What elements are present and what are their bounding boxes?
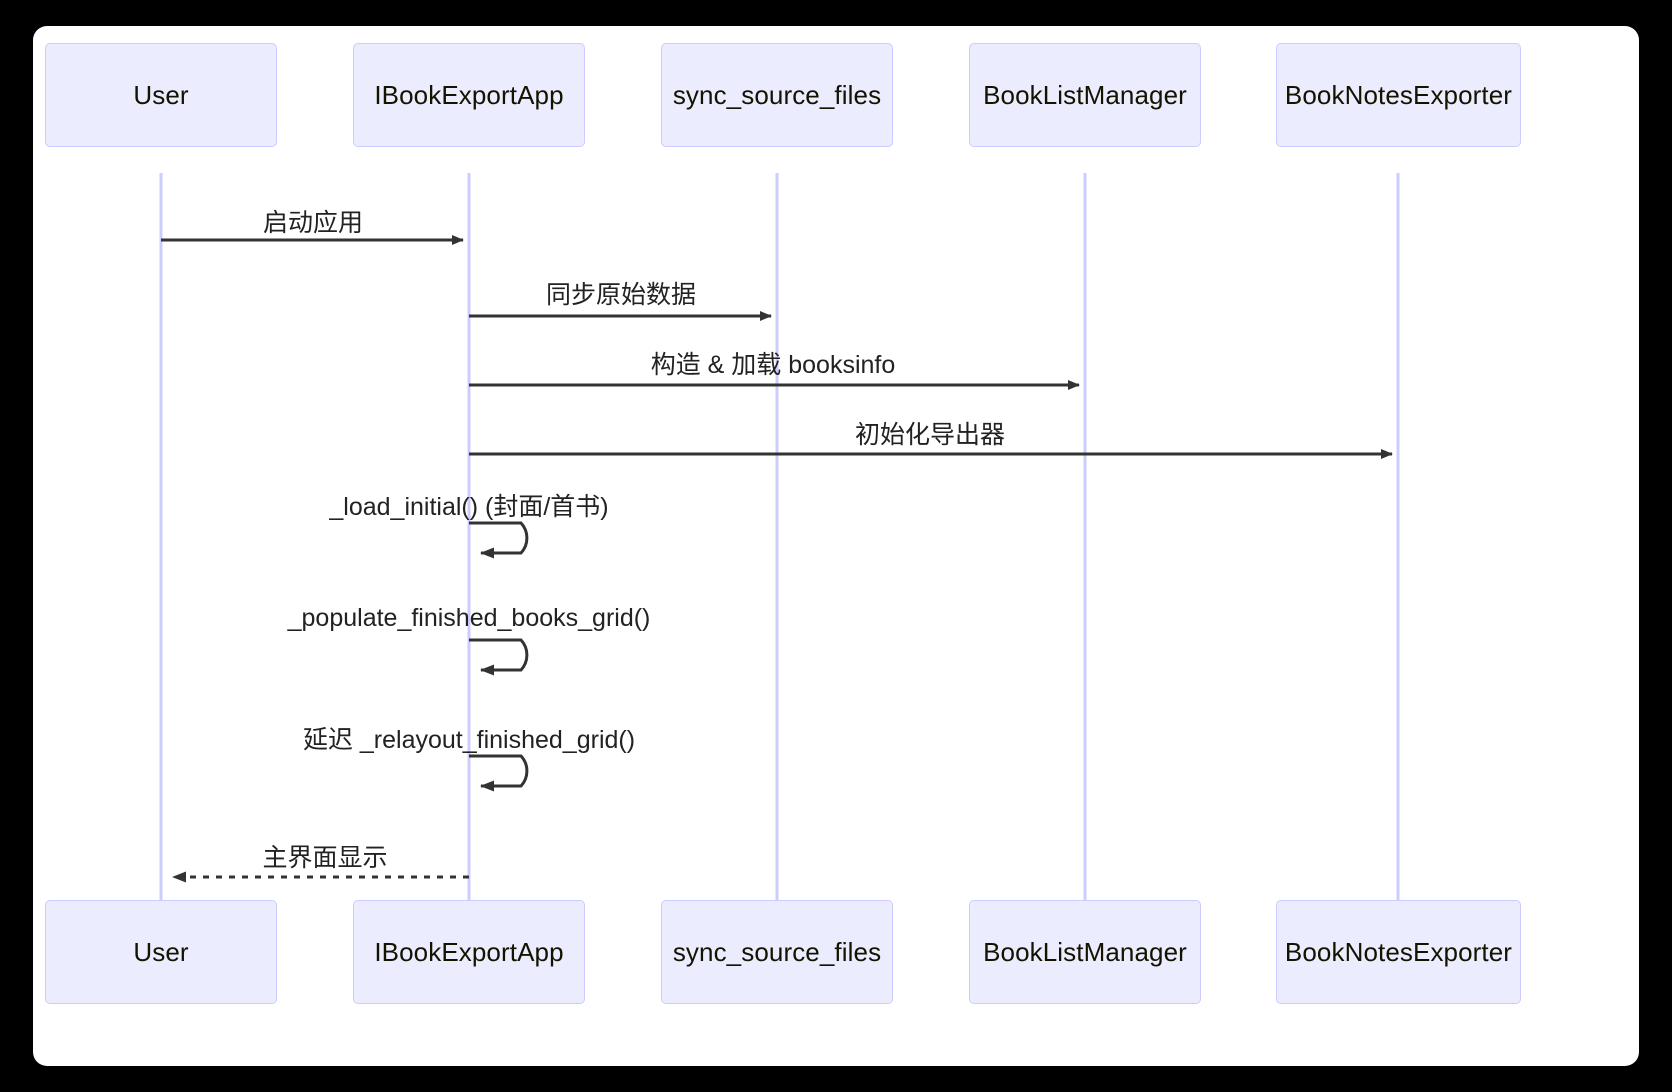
message-label-6: 延迟 _relayout_finished_grid(): [302, 726, 636, 754]
actor-box-bottom-user[interactable]: User: [45, 900, 277, 1004]
actor-box-bottom-exporter[interactable]: BookNotesExporter: [1276, 900, 1521, 1004]
actor-label-user: User: [133, 79, 189, 110]
actor-box-top-app[interactable]: IBookExportApp: [353, 43, 585, 147]
message-label-5: _populate_finished_books_grid(): [287, 604, 651, 632]
lifelines: [159, 173, 1400, 900]
message-label-7: 主界面显示: [262, 844, 388, 872]
actor-box-top-user[interactable]: User: [45, 43, 277, 147]
message-label-0: 启动应用: [262, 209, 364, 237]
actor-label-app: IBookExportApp: [374, 79, 564, 110]
actor-box-top-booklist[interactable]: BookListManager: [969, 43, 1201, 147]
self-loop-load-initial: [469, 521, 529, 559]
message-label-1: 同步原始数据: [545, 281, 697, 309]
self-loop-relayout-finished-grid: [469, 754, 529, 792]
actor-box-bottom-sync[interactable]: sync_source_files: [661, 900, 893, 1004]
actor-label-bottom-user: User: [133, 936, 189, 967]
actor-box-top-exporter[interactable]: BookNotesExporter: [1276, 43, 1521, 147]
actor-box-bottom-booklist[interactable]: BookListManager: [969, 900, 1201, 1004]
actor-label-exporter: BookNotesExporter: [1284, 79, 1513, 110]
actor-label-bottom-exporter: BookNotesExporter: [1284, 936, 1513, 967]
message-arrows: [161, 235, 1393, 883]
message-label-3: 初始化导出器: [854, 421, 1006, 449]
actor-label-booklist: BookListManager: [983, 79, 1187, 110]
actor-label-bottom-sync: sync_source_files: [672, 936, 882, 967]
sequence-diagram-svg: [159, 173, 1400, 900]
actor-box-bottom-app[interactable]: IBookExportApp: [353, 900, 585, 1004]
self-loop-populate-finished-books-grid: [469, 638, 529, 676]
diagram-canvas: User IBookExportApp sync_source_files Bo…: [33, 26, 1639, 1066]
actor-box-top-sync[interactable]: sync_source_files: [661, 43, 893, 147]
actor-label-sync: sync_source_files: [672, 79, 882, 110]
message-label-4: _load_initial() (封面/首书): [329, 493, 609, 521]
actor-label-bottom-app: IBookExportApp: [374, 936, 564, 967]
actor-label-bottom-booklist: BookListManager: [983, 936, 1187, 967]
message-label-2: 构造 & 加载 booksinfo: [650, 351, 896, 379]
